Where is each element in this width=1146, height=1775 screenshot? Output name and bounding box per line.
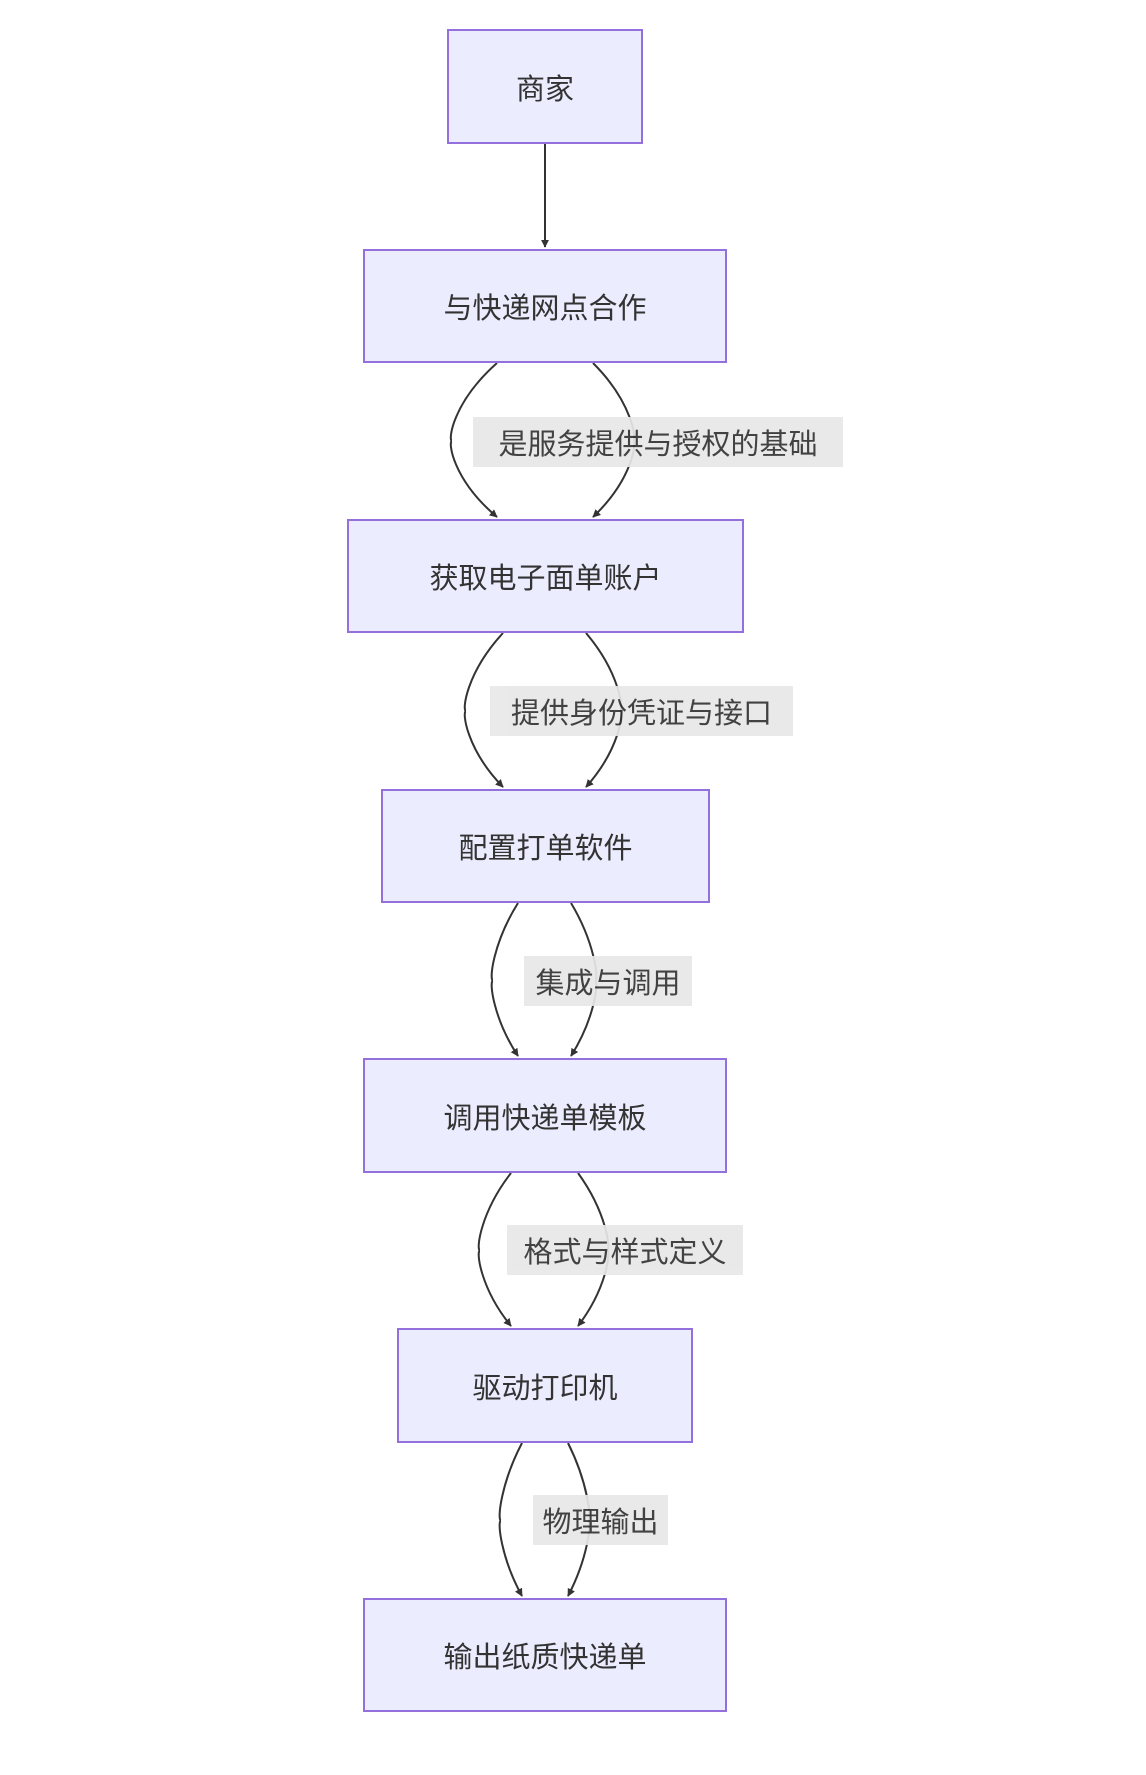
node-template[interactable]: 调用快递单模板	[363, 1058, 727, 1173]
node-account[interactable]: 获取电子面单账户	[347, 519, 744, 633]
edge-label: 提供身份凭证与接口	[490, 686, 793, 736]
node-label: 驱动打印机	[472, 1370, 618, 1405]
edge-account-software-left	[463, 632, 504, 788]
edge-printer-output-left	[498, 1442, 523, 1597]
edge-template-printer-left	[477, 1172, 512, 1327]
node-label: 输出纸质快递单	[443, 1640, 647, 1674]
node-label: 配置打单软件	[458, 831, 633, 865]
node-label: 与快递网点合作	[443, 291, 647, 325]
edge-label: 是服务提供与授权的基础	[473, 417, 843, 467]
node-label: 调用快递单模板	[443, 1100, 647, 1135]
node-partner[interactable]: 与快递网点合作	[363, 249, 727, 363]
node-merchant[interactable]: 商家	[447, 29, 643, 144]
node-printer[interactable]: 驱动打印机	[397, 1328, 693, 1443]
node-output[interactable]: 输出纸质快递单	[363, 1598, 727, 1712]
edge-software-template-left	[490, 902, 519, 1057]
edge-label: 物理输出	[533, 1495, 668, 1545]
node-label: 获取电子面单账户	[429, 561, 662, 595]
node-software[interactable]: 配置打单软件	[381, 789, 710, 903]
edge-label: 格式与样式定义	[507, 1225, 743, 1275]
edge-label: 集成与调用	[524, 956, 692, 1006]
node-label: 商家	[515, 71, 574, 106]
edge-partner-account-left	[449, 362, 498, 518]
